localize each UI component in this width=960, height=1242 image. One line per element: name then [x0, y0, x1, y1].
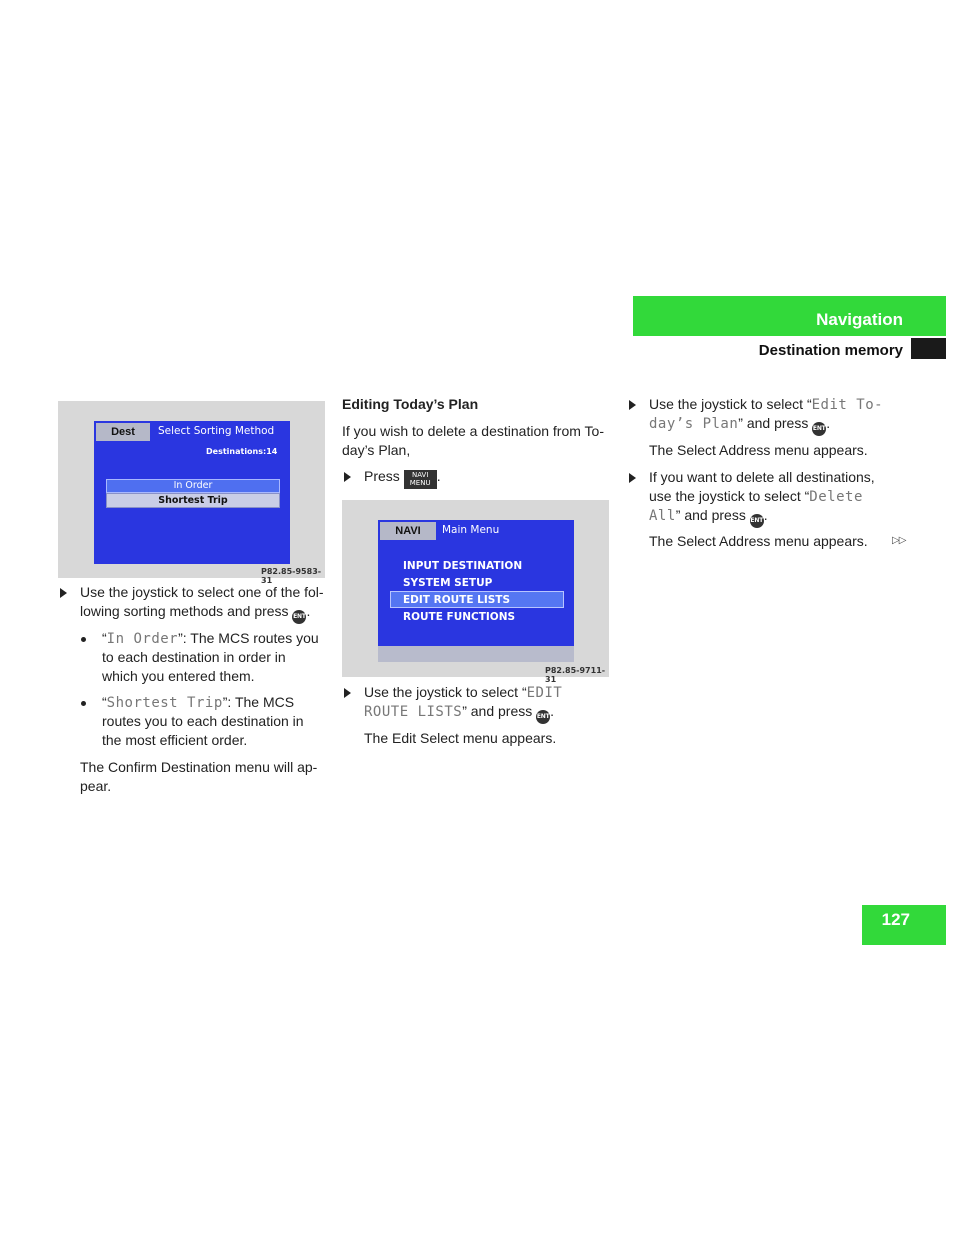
ent-button-icon: ENT	[749, 514, 764, 528]
col3-step1-rest: ” and press	[738, 415, 809, 431]
col3-step1-line2: day’s Plan” and press ENT.	[649, 414, 830, 436]
col3-step1-code1: Edit To-	[811, 397, 884, 413]
col3-step1-code2: day’s Plan	[649, 416, 739, 432]
step1-line2: lowing sorting methods and press ENT.	[80, 602, 310, 624]
menu-item-input-destination: INPUT DESTINATION	[403, 560, 523, 572]
ent-button-icon: ENT	[536, 710, 551, 724]
navi-tab: NAVI	[380, 522, 436, 540]
option-shortest-trip-label: Shortest Trip	[158, 495, 228, 506]
figure-code: P82.85-9711-31	[545, 666, 606, 684]
press-label: Press	[364, 468, 400, 484]
screen-panel	[378, 520, 574, 646]
col2-result: The Edit Select menu appears.	[364, 730, 557, 746]
col3-step2-code2: All	[649, 508, 676, 524]
page-number-tab	[862, 905, 946, 945]
section-tab	[633, 296, 946, 336]
col3-step2-line3: All” and press ENT.	[649, 506, 768, 528]
dest-tab: Dest	[96, 423, 150, 441]
step-arrow	[344, 472, 351, 482]
bullet2-rest: ”: The MCS	[222, 694, 295, 710]
intro-line1: If you wish to delete a destination from…	[342, 423, 604, 439]
destinations-count: Destinations:14	[206, 447, 278, 456]
menu-item-route-functions: ROUTE FUNCTIONS	[403, 611, 516, 623]
step-arrow	[629, 400, 636, 410]
option-shortest-trip: Shortest Trip	[106, 493, 280, 508]
subsection-title: Destination memory	[758, 342, 903, 359]
subsection-marker	[911, 338, 946, 359]
screen-title: Main Menu	[442, 524, 500, 536]
step1-line2-text: lowing sorting methods and press	[80, 603, 289, 619]
option-in-order: In Order	[106, 479, 280, 493]
bullet2-code: Shortest Trip	[106, 695, 223, 711]
figure-code: P82.85-9583-31	[261, 567, 322, 585]
step-arrow	[629, 473, 636, 483]
menu-highlight	[390, 591, 564, 608]
ent-button-icon: ENT	[292, 610, 307, 624]
step1-line1: Use the joystick to select one of the fo…	[80, 584, 324, 600]
step-arrow	[344, 688, 351, 698]
col3-step2-line1: If you want to delete all destinations,	[649, 469, 875, 485]
screenshot-sort-method: Dest Select Sorting Method Destinations:…	[58, 401, 325, 585]
col3-step1-line1: Use the joystick to select “Edit To-	[649, 395, 883, 415]
col3-step2-pre: use the joystick to select “	[649, 488, 810, 504]
bullet2-open-quote: “	[102, 694, 107, 710]
bullet-dot	[81, 701, 86, 706]
col2-step-line2: ROUTE LISTS” and press ENT.	[364, 702, 554, 724]
col3-step2-rest: ” and press	[675, 507, 746, 523]
col3-step2-code1: Delete	[809, 489, 863, 505]
confirm-line1: The Confirm Destination menu will ap-	[80, 759, 318, 775]
col2-step-rest: ” and press	[462, 703, 533, 719]
col2-step-pre: Use the joystick to select “	[364, 684, 527, 700]
bullet1-line1: “In Order”: The MCS routes you	[102, 629, 319, 649]
col3-step2-line2: use the joystick to select “Delete	[649, 487, 863, 507]
col2-step-code2: ROUTE LISTS	[364, 704, 463, 720]
col2-step-line1: Use the joystick to select “EDIT	[364, 683, 562, 703]
col2-step-code1: EDIT	[526, 685, 563, 701]
screen-bottom-bar	[378, 646, 574, 662]
bullet1-code: In Order	[106, 631, 179, 647]
navi-key-top: NAVI	[411, 471, 429, 479]
continue-mark-icon: ▷▷	[892, 535, 906, 546]
page-number: 127	[881, 910, 910, 929]
bullet2-line2: routes you to each destination in	[102, 713, 304, 729]
bullet1-open-quote: “	[102, 630, 107, 646]
ent-button-icon: ENT	[812, 422, 827, 436]
navi-key-bottom: MENU	[409, 479, 431, 487]
section-title: Navigation	[816, 310, 903, 329]
col3-step1-pre: Use the joystick to select “	[649, 396, 812, 412]
section-heading: Editing Today’s Plan	[342, 396, 479, 412]
bullet1-rest: ”: The MCS routes you	[178, 630, 319, 646]
bullet1-line3: which you entered them.	[102, 668, 255, 684]
intro-line2: day’s Plan,	[342, 442, 411, 458]
bullet1-line2: to each destination in order in	[102, 649, 286, 665]
menu-item-system-setup: SYSTEM SETUP	[403, 577, 493, 589]
bullet2-line1: “Shortest Trip”: The MCS	[102, 693, 294, 713]
bullet2-line3: the most efficient order.	[102, 732, 248, 748]
bullet-dot	[81, 637, 86, 642]
menu-item-edit-route-lists: EDIT ROUTE LISTS	[403, 594, 511, 606]
option-in-order-label: In Order	[173, 480, 213, 491]
col3-result1: The Select Address menu appears.	[649, 442, 868, 458]
screenshot-main-menu: NAVI Main Menu INPUT DESTINATION SYSTEM …	[342, 500, 609, 684]
col3-result2: The Select Address menu appears.	[649, 533, 868, 549]
confirm-line2: pear.	[80, 778, 112, 794]
step-arrow	[60, 588, 67, 598]
screen-title: Select Sorting Method	[158, 425, 275, 437]
